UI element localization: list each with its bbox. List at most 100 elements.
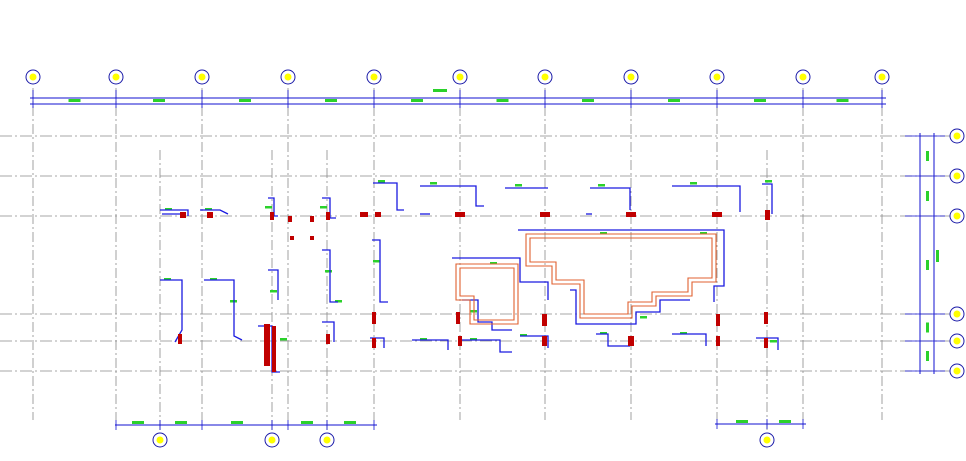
column xyxy=(765,210,770,220)
dimension-value-mark xyxy=(373,260,380,263)
axis-bubble-label-mark xyxy=(156,436,164,444)
dimension-value-mark xyxy=(470,338,477,341)
axis-bubble-label-mark xyxy=(198,73,206,81)
axis-bubble-label-mark xyxy=(112,73,120,81)
axis-bubble-right xyxy=(949,333,965,349)
wall-segment xyxy=(268,197,278,217)
column xyxy=(716,314,720,326)
wall-segment xyxy=(412,339,449,350)
axis-bubble-label-mark xyxy=(953,172,961,180)
axis-bubble-label-mark xyxy=(953,337,961,345)
dimension-value-mark xyxy=(205,208,212,211)
dimension-value-mark xyxy=(433,89,447,92)
slab-outline-path xyxy=(455,263,519,325)
dimension-value-mark xyxy=(132,421,144,424)
column xyxy=(326,334,330,344)
column xyxy=(542,336,547,346)
dimension-value-mark xyxy=(736,420,748,423)
wall-segment xyxy=(520,335,549,348)
dimension-value-mark xyxy=(325,270,332,273)
column xyxy=(272,326,276,372)
wall-segment xyxy=(373,182,404,211)
column xyxy=(716,336,720,346)
structural-columns xyxy=(178,210,770,372)
wall-segment xyxy=(420,185,484,207)
column xyxy=(360,212,368,217)
axis-bubble-top xyxy=(452,69,468,85)
dimension-value-mark xyxy=(231,421,243,424)
wall-segment xyxy=(762,183,773,214)
dimension-value-mark xyxy=(420,338,427,341)
dimension-value-mark xyxy=(640,316,647,319)
column xyxy=(207,212,213,218)
dimension-value-mark xyxy=(270,290,277,293)
column xyxy=(290,236,294,240)
dimension-value-mark xyxy=(936,250,939,262)
wall-segment xyxy=(268,269,279,300)
dimension-value-mark xyxy=(926,351,929,361)
slab-outline-path xyxy=(529,237,713,315)
dimension-value-mark xyxy=(690,182,697,185)
dimension-value-mark xyxy=(265,206,272,209)
wall-segment xyxy=(596,333,630,347)
dimension-value-mark xyxy=(926,151,929,161)
axis-bubble-bottom xyxy=(319,432,335,448)
axis-bubble-label-mark xyxy=(627,73,635,81)
axis-bubble-top xyxy=(709,69,725,85)
dimension-value-mark xyxy=(700,232,707,235)
dimension-value-mark xyxy=(520,334,527,337)
wall-segment xyxy=(570,289,690,325)
axis-bubble-label-mark xyxy=(953,132,961,140)
dimension-value-mark xyxy=(164,278,171,281)
axis-bubble-top xyxy=(108,69,124,85)
axis-bubble-label-mark xyxy=(456,73,464,81)
column xyxy=(542,314,547,326)
dimension-value-mark xyxy=(598,184,605,187)
dimension-value-mark xyxy=(600,232,607,235)
column xyxy=(372,338,376,348)
axis-bubble-bottom xyxy=(264,432,280,448)
dimension-value-mark xyxy=(926,260,929,270)
dimension-value-mark xyxy=(926,322,929,333)
column xyxy=(375,212,381,217)
dimension-value-mark xyxy=(153,99,165,102)
dimension-value-mark xyxy=(325,99,337,102)
axis-bubble-label-mark xyxy=(268,436,276,444)
slab-outline xyxy=(455,233,717,325)
dimension-value-mark xyxy=(496,99,509,102)
wall-segment xyxy=(672,185,741,212)
dimension-value-mark xyxy=(320,206,327,209)
axis-bubble-label-mark xyxy=(763,436,771,444)
dimension-value-mark xyxy=(210,278,217,281)
axis-bubble-label-mark xyxy=(370,73,378,81)
axis-bubble-right xyxy=(949,208,965,224)
column xyxy=(626,212,636,217)
dimension-value-mark xyxy=(668,99,680,102)
axis-bubble-right xyxy=(949,363,965,379)
column xyxy=(288,216,292,222)
dimension-value-mark xyxy=(378,180,385,183)
dimension-value-mark xyxy=(600,332,607,335)
axis-bubble-label-mark xyxy=(713,73,721,81)
axis-bubble-top xyxy=(874,69,890,85)
axis-bubble-label-mark xyxy=(323,436,331,444)
dimension-value-mark xyxy=(680,332,687,335)
dimension-lines xyxy=(30,89,945,430)
dimension-value-mark xyxy=(68,99,81,102)
axis-bubble-label-mark xyxy=(799,73,807,81)
column xyxy=(372,312,376,324)
wall-segment xyxy=(756,337,779,350)
axis-bubble-bottom xyxy=(759,432,775,448)
dimension-value-mark xyxy=(490,262,497,265)
axis-bubble-top xyxy=(194,69,210,85)
column xyxy=(628,336,634,346)
wall-segment xyxy=(322,197,336,219)
axis-bubble-top xyxy=(25,69,41,85)
wall-segment xyxy=(372,239,388,303)
dimension-value-mark xyxy=(515,184,522,187)
wall-segment xyxy=(200,209,229,215)
slab-outline-path xyxy=(525,233,717,319)
column xyxy=(458,336,462,346)
